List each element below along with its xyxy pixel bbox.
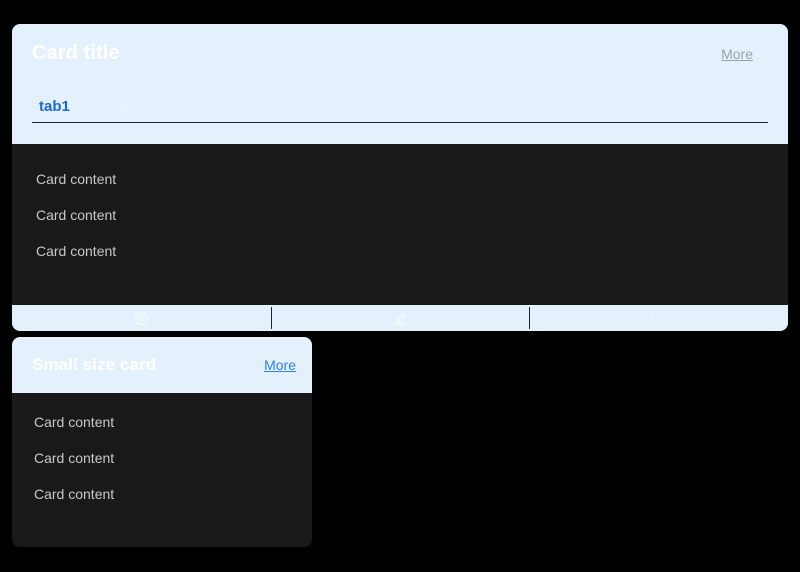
card-content-line: Card content bbox=[36, 207, 117, 223]
tab-tab2[interactable]: tab2 bbox=[106, 98, 147, 122]
small-card-content-line: Card content bbox=[34, 414, 115, 430]
card-content-line: Card content bbox=[36, 171, 117, 187]
card-header-row: Card title More bbox=[32, 42, 768, 65]
small-card-content-line: Card content bbox=[34, 450, 115, 466]
setting-icon bbox=[134, 311, 149, 326]
card-title: Card title bbox=[32, 42, 120, 64]
small-card-header: Small size card More bbox=[12, 337, 312, 393]
edit-icon bbox=[393, 311, 408, 326]
card-content-line: Card content bbox=[36, 243, 117, 259]
small-card-title: Small size card bbox=[32, 355, 157, 374]
small-card-header-row: Small size card More bbox=[32, 355, 296, 375]
tab-tab1[interactable]: tab1 bbox=[33, 98, 76, 122]
card-body: Card content Card content Card content bbox=[12, 144, 788, 309]
small-card-more-link[interactable]: More bbox=[264, 357, 296, 373]
small-size-card: Small size card More Card content Card c… bbox=[12, 337, 312, 547]
card-with-tabs: Card title More tab1 tab2 Card content C… bbox=[12, 24, 788, 331]
card-actions-footer bbox=[12, 305, 788, 331]
small-card-body: Card content Card content Card content bbox=[12, 393, 312, 547]
card-action-edit[interactable] bbox=[270, 305, 530, 331]
ellipsis-icon bbox=[651, 311, 666, 326]
card-more-link[interactable]: More bbox=[721, 45, 753, 62]
card-header: Card title More tab1 tab2 bbox=[12, 24, 788, 144]
small-card-content-line: Card content bbox=[34, 486, 115, 502]
card-action-setting[interactable] bbox=[12, 305, 271, 331]
tab-bar: tab1 tab2 bbox=[32, 85, 768, 123]
card-action-more[interactable] bbox=[529, 305, 788, 331]
